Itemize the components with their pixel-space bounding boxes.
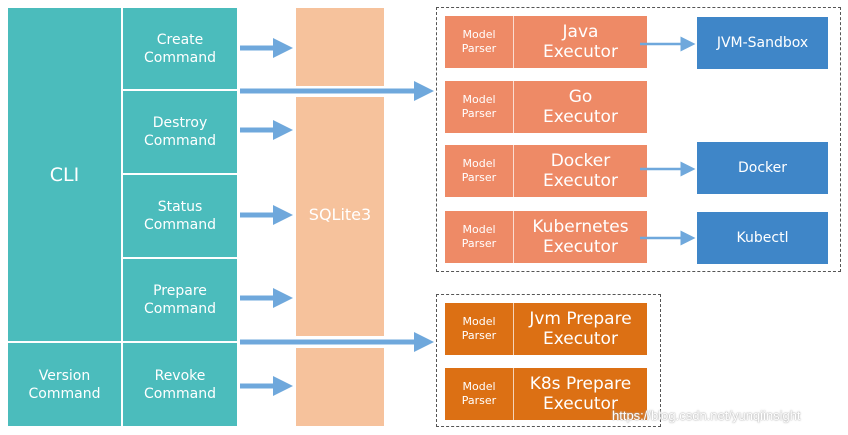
jvm-sandbox-label: JVM-Sandbox <box>716 35 809 51</box>
revoke-command: Revoke Command <box>123 343 237 426</box>
docker-executor: Model Parser Docker Executor <box>445 145 647 197</box>
divider <box>513 16 514 68</box>
model-parser-label: Model Parser <box>461 93 497 120</box>
sqlite-segment-bottom <box>296 348 384 426</box>
divider <box>513 368 514 420</box>
kubernetes-executor: Model Parser Kubernetes Executor <box>445 211 647 263</box>
executor-name: Docker Executor <box>543 151 618 191</box>
jvm-sandbox-box: JVM-Sandbox <box>697 17 828 69</box>
status-command-label: Status Command <box>144 199 216 233</box>
executor-name: Kubernetes Executor <box>532 217 629 257</box>
executor-name: Jvm Prepare Executor <box>529 309 632 349</box>
cli-label: CLI <box>49 163 80 186</box>
divider <box>513 81 514 133</box>
sqlite-segment-middle <box>296 97 384 336</box>
version-command-label: Version Command <box>28 367 101 402</box>
sqlite-label: SQLite3 <box>308 205 372 224</box>
watermark: https://blog.csdn.net/yunqiinsight <box>612 408 801 423</box>
executor-name: Go Executor <box>543 87 618 127</box>
executor-name: Java Executor <box>543 22 618 62</box>
kubectl-label: Kubectl <box>736 230 789 246</box>
model-parser-label: Model Parser <box>461 315 497 342</box>
destroy-command: Destroy Command <box>123 91 237 173</box>
prepare-command: Prepare Command <box>123 259 237 341</box>
k8s-prepare-executor: Model Parser K8s Prepare Executor <box>445 368 647 420</box>
revoke-command-label: Revoke Command <box>144 367 216 402</box>
go-executor: Model Parser Go Executor <box>445 81 647 133</box>
destroy-command-label: Destroy Command <box>144 115 216 149</box>
java-executor: Model Parser Java Executor <box>445 16 647 68</box>
create-command: Create Command <box>123 8 237 89</box>
prepare-executor-group <box>436 294 661 427</box>
executor-name: K8s Prepare Executor <box>529 374 632 414</box>
divider <box>513 145 514 197</box>
status-command: Status Command <box>123 175 237 257</box>
jvm-prepare-executor: Model Parser Jvm Prepare Executor <box>445 303 647 355</box>
docker-label: Docker <box>737 160 788 176</box>
create-command-label: Create Command <box>144 31 216 66</box>
kubectl-box: Kubectl <box>697 212 828 264</box>
prepare-command-label: Prepare Command <box>144 283 216 317</box>
model-parser-label: Model Parser <box>461 223 497 250</box>
divider <box>513 303 514 355</box>
sqlite-segment-top <box>296 8 384 86</box>
cli-block: CLI <box>8 8 121 341</box>
model-parser-label: Model Parser <box>461 157 497 184</box>
divider <box>513 211 514 263</box>
executor-group <box>436 7 841 272</box>
model-parser-label: Model Parser <box>461 28 497 55</box>
model-parser-label: Model Parser <box>461 380 497 407</box>
version-command: Version Command <box>8 343 121 426</box>
docker-box: Docker <box>697 142 828 194</box>
